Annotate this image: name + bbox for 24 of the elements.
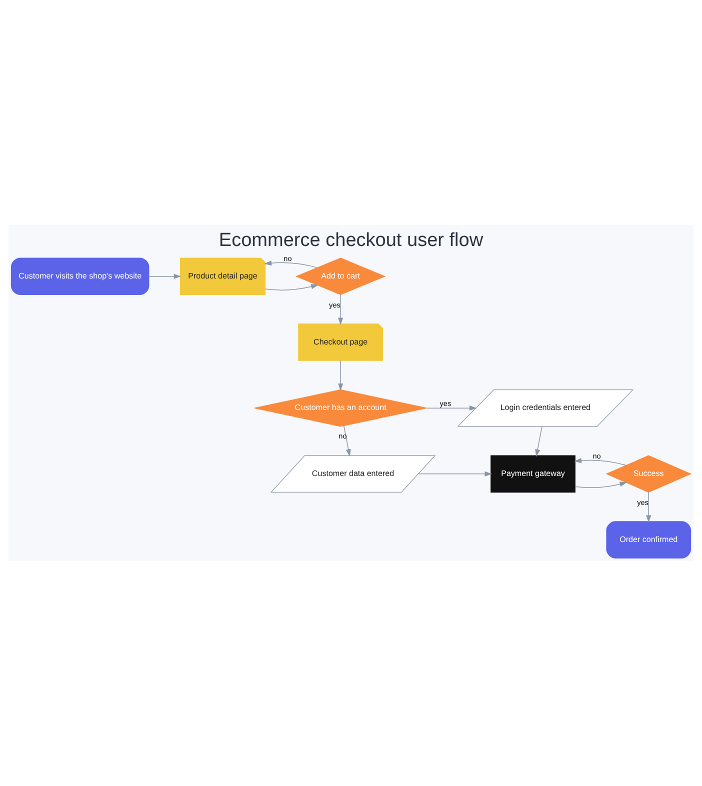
node-box: Payment gateway bbox=[490, 455, 576, 493]
node-diamond: Success bbox=[606, 455, 692, 493]
node-box: Order confirmed bbox=[606, 521, 692, 558]
arrow bbox=[426, 406, 477, 411]
arrow bbox=[338, 360, 344, 391]
edge-label: no bbox=[284, 254, 292, 263]
edge-label: no bbox=[592, 451, 601, 460]
edge-label: yes bbox=[637, 498, 648, 507]
node-box: Customer visits the shop's website bbox=[10, 258, 150, 296]
arrow bbox=[418, 471, 492, 476]
diagram-title: Ecommerce checkout user flow bbox=[218, 230, 484, 252]
arrow bbox=[264, 260, 318, 268]
arrow bbox=[148, 274, 182, 279]
arrow bbox=[338, 294, 344, 326]
arrow bbox=[535, 426, 542, 457]
node-diamond: Customer has an account bbox=[254, 389, 428, 427]
arrow bbox=[574, 482, 628, 488]
arrow bbox=[264, 284, 318, 290]
edge-label: no bbox=[338, 432, 347, 441]
arrow bbox=[574, 458, 626, 466]
edge-label: yes bbox=[440, 398, 452, 408]
edge-label: yes bbox=[329, 300, 340, 310]
node-diamond: Add to cart bbox=[295, 258, 386, 296]
arrow bbox=[646, 492, 652, 523]
